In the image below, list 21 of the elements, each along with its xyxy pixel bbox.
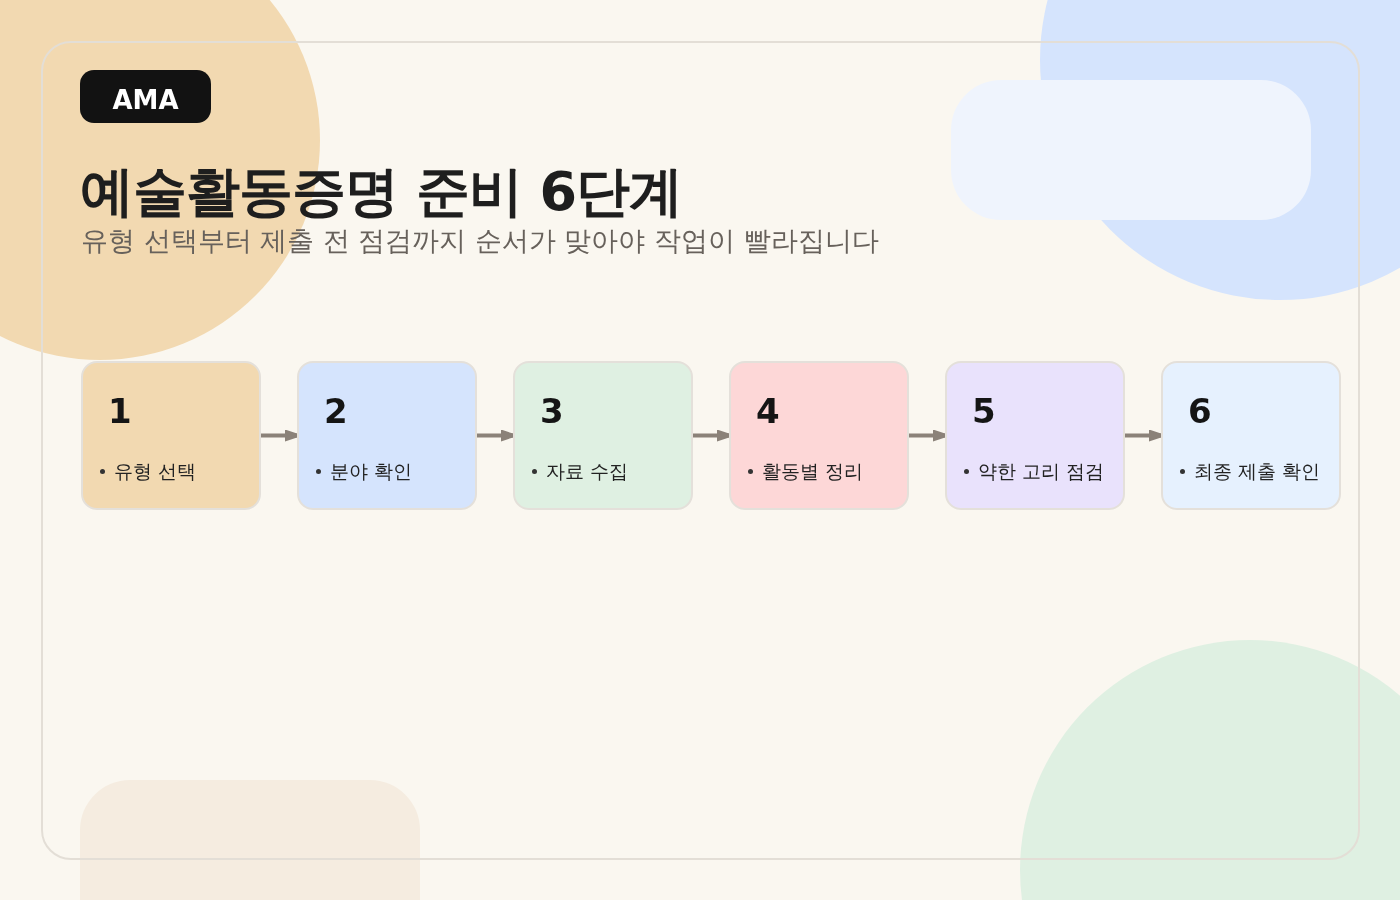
step-box [1161,361,1341,510]
step-text: 자료 수집 [546,459,629,484]
step-box [297,361,477,510]
step-number: 3 [540,391,564,431]
step-text: 유형 선택 [114,459,197,484]
step-box [729,361,909,510]
step-text: 최종 제출 확인 [1194,459,1321,484]
step-text: 약한 고리 점검 [978,459,1105,484]
step-box [81,361,261,510]
step-number: 1 [108,391,132,431]
title: 예술활동증명 준비 6단계 [80,160,683,224]
step-number: 2 [324,391,348,431]
step-number: 5 [972,391,996,431]
step-text: 분야 확인 [330,459,413,484]
subtitle: 유형 선택부터 제출 전 점검까지 순서가 맞아야 작업이 빨라집니다 [81,224,879,258]
step-number: 4 [756,391,780,431]
step-box [513,361,693,510]
step-number: 6 [1188,391,1212,431]
step-text: 활동별 정리 [762,459,864,484]
step-box [945,361,1125,510]
badge: AMA [80,70,211,123]
